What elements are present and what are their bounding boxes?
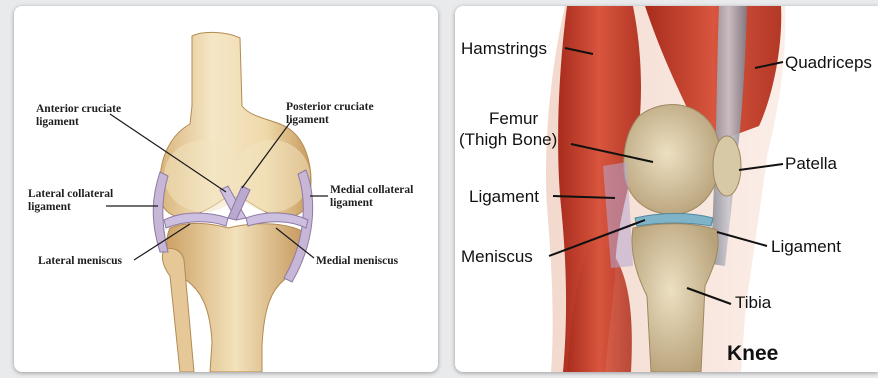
meniscus-label: Meniscus xyxy=(461,247,533,266)
lateral-meniscus-label: Lateral meniscus xyxy=(38,255,123,267)
mcl-label-line1: Medial collateral xyxy=(330,184,413,196)
medial-meniscus-label: Medial meniscus xyxy=(316,255,399,267)
lcl-label-line1: Lateral collateral xyxy=(28,188,113,200)
knee-side-illustration: Hamstrings Quadriceps Femur (Thigh Bone)… xyxy=(455,6,878,372)
knee-title: Knee xyxy=(727,342,778,365)
mcl-label-line2: ligament xyxy=(330,197,373,209)
femur-label-line1: Femur xyxy=(489,109,538,128)
acl-label-line2: ligament xyxy=(36,116,79,128)
lcl-label-line2: ligament xyxy=(28,201,71,213)
hamstrings-label: Hamstrings xyxy=(461,39,547,58)
tibia-label: Tibia xyxy=(735,293,772,312)
pcl-label-line2: ligament xyxy=(286,114,329,126)
knee-side-panel: Hamstrings Quadriceps Femur (Thigh Bone)… xyxy=(455,6,878,372)
ligament-left-label: Ligament xyxy=(469,187,539,206)
quadriceps-label: Quadriceps xyxy=(785,53,872,72)
femur-label-line2: (Thigh Bone) xyxy=(459,130,557,149)
knee-anatomy-panel: Anterior cruciate ligament Posterior cru… xyxy=(14,6,438,372)
patella-bone xyxy=(713,136,741,196)
acl-label-line1: Anterior cruciate xyxy=(36,103,121,115)
knee-front-illustration: Anterior cruciate ligament Posterior cru… xyxy=(14,6,438,372)
pcl-label-line1: Posterior cruciate xyxy=(286,101,374,113)
patella-label: Patella xyxy=(785,154,838,173)
ligament-right-label: Ligament xyxy=(771,237,841,256)
